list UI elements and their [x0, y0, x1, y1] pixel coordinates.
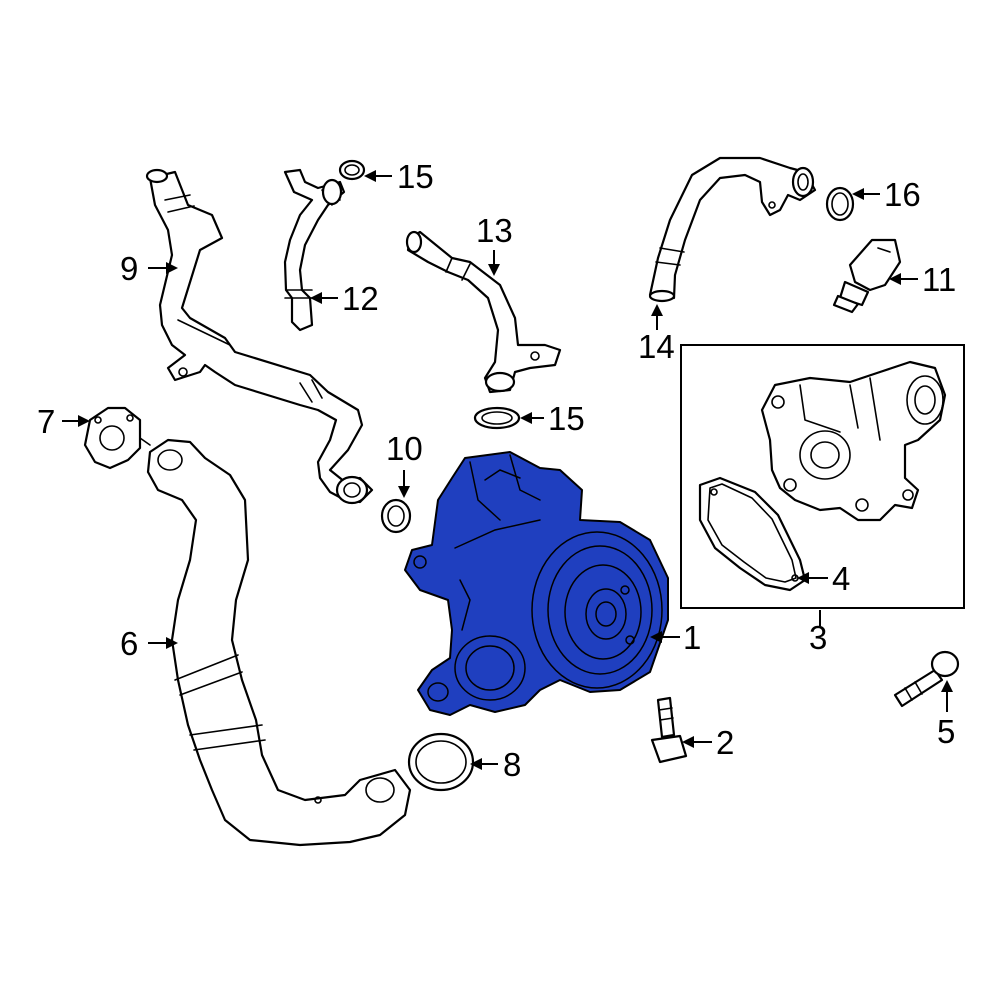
- callout-15-top: 15: [397, 158, 434, 195]
- callout-3: 3: [809, 619, 827, 656]
- callout-11: 11: [922, 261, 956, 298]
- callout-1: 1: [683, 619, 701, 656]
- callout-leaders: [62, 170, 953, 770]
- callout-13: 13: [476, 212, 513, 249]
- part-11-temperature-sensor[interactable]: [832, 238, 902, 314]
- part-12-coolant-pipe[interactable]: [283, 168, 346, 332]
- part-15-o-ring-middle[interactable]: [473, 406, 521, 430]
- callout-7: 7: [37, 403, 55, 440]
- part-3-assembly-frame: [680, 344, 965, 609]
- callout-8: 8: [503, 746, 521, 783]
- part-8-o-ring[interactable]: [407, 732, 475, 792]
- part-5-bolt[interactable]: [893, 650, 960, 708]
- part-14-coolant-pipe[interactable]: [648, 156, 817, 303]
- part-6-coolant-hose[interactable]: [146, 438, 412, 847]
- part-15-o-ring-top[interactable]: [338, 159, 366, 181]
- part-3-thermostat-housing[interactable]: [760, 360, 947, 522]
- part-13-coolant-pipe[interactable]: [405, 230, 562, 394]
- callout-15-middle: 15: [548, 400, 585, 437]
- callout-6: 6: [120, 625, 138, 662]
- part-16-o-ring[interactable]: [825, 186, 855, 222]
- callout-2: 2: [716, 724, 734, 761]
- callout-16: 16: [884, 176, 921, 213]
- water-pump-body: [404, 451, 669, 716]
- callout-10: 10: [386, 430, 423, 467]
- callout-12: 12: [342, 280, 379, 317]
- part-2-bolt[interactable]: [650, 696, 688, 764]
- part-4-gasket[interactable]: [698, 476, 807, 592]
- callout-4: 4: [832, 560, 850, 597]
- part-9-coolant-pipe[interactable]: [145, 168, 374, 505]
- callout-9: 9: [120, 250, 138, 287]
- part-10-o-ring[interactable]: [380, 498, 412, 534]
- part-7-gasket[interactable]: [83, 406, 151, 470]
- part-1-water-pump[interactable]: [404, 451, 669, 716]
- callout-14: 14: [638, 328, 675, 365]
- callout-5: 5: [937, 713, 955, 750]
